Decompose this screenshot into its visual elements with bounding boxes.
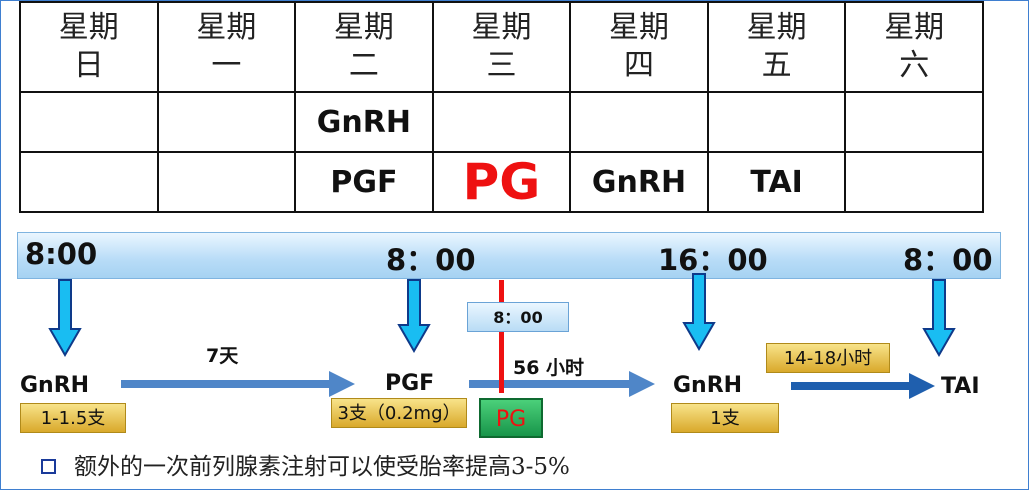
day-header: 星期三: [431, 1, 572, 93]
schedule-cell: [844, 91, 984, 153]
stage-gnrh: GnRH: [20, 373, 90, 398]
footnote-text: 额外的一次前列腺素注射可以使受胎率提高3-5%: [74, 454, 570, 480]
day-header-top: 星期: [196, 10, 257, 45]
day-header: 星期五: [706, 1, 847, 93]
pg-box: PG: [479, 398, 543, 438]
day-header-bottom: 三: [486, 48, 517, 83]
day-header-top: 星期: [884, 10, 945, 45]
stage-tai: TAI: [941, 374, 980, 399]
right-arrow-icon: [791, 373, 935, 399]
gnrh-label: GnRH: [591, 164, 687, 200]
right-arrow-icon: [121, 371, 355, 397]
stage-gnrh: GnRH: [673, 373, 743, 398]
duration-badge: 14-18小时: [766, 343, 890, 373]
time-label: 8：00: [903, 243, 993, 277]
schedule-cell: GnRH: [294, 91, 434, 153]
pg-marker-line: [499, 280, 504, 393]
right-arrow-icon: [469, 371, 655, 397]
schedule-cell: PG: [431, 151, 572, 213]
duration-label: 56 小时: [513, 357, 585, 379]
down-arrow-icon: [922, 279, 956, 357]
day-header-top: 星期: [58, 10, 119, 45]
schedule-table: 星期日 星期一 星期二 星期三 星期四 星期五 星期六 GnRH PGF PG …: [19, 1, 984, 213]
day-header-top: 星期: [333, 10, 394, 45]
day-header: 星期二: [294, 1, 434, 93]
dose-badge: 1支: [671, 403, 779, 433]
time-label: 8:00: [25, 237, 98, 271]
pg-highlight: PG: [462, 153, 541, 211]
day-header-top: 星期: [471, 10, 532, 45]
day-header-bottom: 日: [73, 48, 104, 83]
dose-badge: 1-1.5支: [20, 403, 126, 433]
schedule-cell: [19, 151, 159, 213]
day-header: 星期日: [19, 1, 159, 93]
day-header-bottom: 一: [211, 48, 242, 83]
down-arrow-icon: [682, 273, 716, 351]
schedule-cell: [19, 91, 159, 153]
schedule-cell: TAI: [706, 151, 847, 213]
tai-label: TAI: [750, 164, 803, 200]
day-header: 星期六: [844, 1, 984, 93]
schedule-cell: GnRH: [569, 151, 709, 213]
schedule-cell: [156, 91, 297, 153]
day-header-bottom: 四: [624, 48, 655, 83]
schedule-cell: [569, 91, 709, 153]
day-header-bottom: 二: [348, 48, 379, 83]
schedule-cell: [706, 91, 847, 153]
down-arrow-icon: [48, 279, 82, 357]
time-label: 16：00: [658, 243, 768, 277]
stage-pgf: PGF: [385, 371, 435, 396]
day-header: 星期四: [569, 1, 709, 93]
day-header: 星期一: [156, 1, 297, 93]
footnote: 额外的一次前列腺素注射可以使受胎率提高3-5%: [41, 447, 570, 481]
down-arrow-icon: [397, 279, 431, 353]
schedule-cell: PGF: [294, 151, 434, 213]
pg-time-box: 8：00: [467, 302, 569, 332]
pgf-label: PGF: [330, 164, 398, 200]
square-bullet-icon: [41, 458, 56, 474]
day-header-top: 星期: [746, 10, 807, 45]
schedule-cell: [844, 151, 984, 213]
schedule-cell: [156, 151, 297, 213]
day-header-bottom: 六: [899, 48, 930, 83]
gnrh-label: GnRH: [316, 104, 411, 140]
duration-label: 7天: [206, 345, 239, 367]
time-label: 8：00: [386, 243, 476, 277]
dose-badge: 3支（0.2mg）: [331, 398, 467, 428]
schedule-cell: [431, 91, 572, 153]
day-header-bottom: 五: [761, 48, 792, 83]
day-header-top: 星期: [609, 10, 670, 45]
time-bar: [17, 232, 1001, 279]
